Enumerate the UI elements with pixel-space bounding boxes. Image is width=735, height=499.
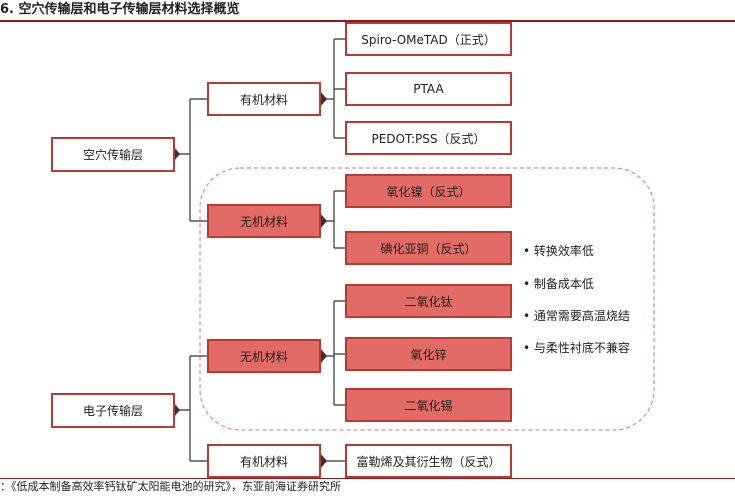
inorganic-region [199, 167, 655, 431]
zno-node: 氧化锌 [345, 337, 512, 371]
htl-node: 空穴传输层 [51, 137, 175, 172]
note-item: • 通常需要高温烧结 [523, 309, 630, 323]
fullerene-node: 富勒烯及其衍生物（反式） [345, 444, 512, 478]
source-footer: ：《低成本制备高效率钙钛矿太阳能电池的研究》，东亚前海证券研究所 [0, 478, 735, 499]
etl-inorganic-node: 无机材料 [207, 339, 321, 373]
ptaa-node: PTAA [345, 72, 512, 106]
note-item: • 制备成本低 [523, 277, 594, 291]
spiro-node: Spiro-OMeTAD（正式） [345, 22, 512, 56]
note-item: • 转换效率低 [523, 244, 594, 258]
htl-organic-node: 有机材料 [207, 82, 321, 116]
cui-node: 碘化亚铜（反式） [345, 231, 512, 265]
etl-organic-node: 有机材料 [207, 444, 321, 478]
etl-node: 电子传输层 [51, 393, 175, 428]
sno2-node: 二氧化锡 [345, 388, 512, 422]
htl-inorganic-node: 无机材料 [207, 204, 321, 238]
note-item: • 与柔性衬底不兼容 [523, 341, 630, 355]
pedot-node: PEDOT:PSS（反式） [345, 121, 512, 155]
tio2-node: 二氧化钛 [345, 284, 512, 318]
nio-node: 氧化镍（反式） [345, 174, 512, 208]
figure-title: 6. 空穴传输层和电子传输层材料选择概览 [0, 0, 735, 22]
